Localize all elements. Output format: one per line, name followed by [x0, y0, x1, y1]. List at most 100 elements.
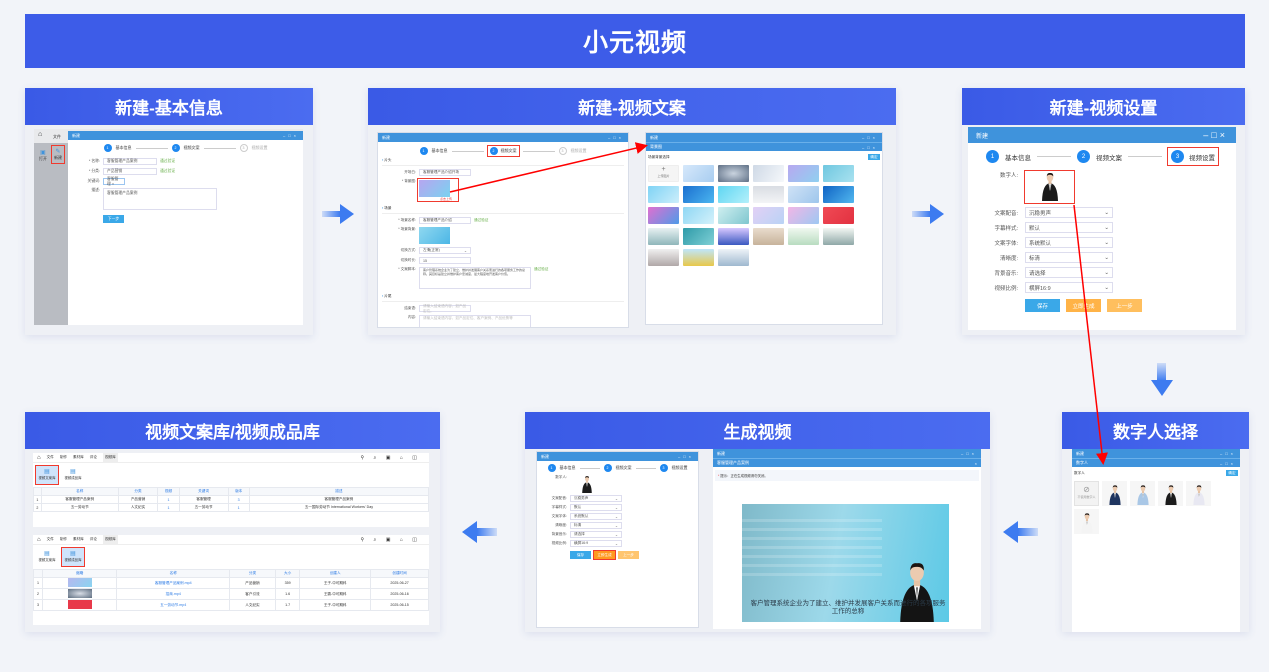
copy-library-tool[interactable]: ▤视频文案库 [38, 551, 56, 562]
setting-select[interactable]: 标清⌄ [1025, 252, 1113, 263]
column-header[interactable]: 描述 [248, 487, 429, 496]
setting-select[interactable]: 系统默认⌄ [1025, 237, 1113, 248]
background-thumbnail[interactable] [753, 207, 784, 224]
product-library-tool[interactable]: ▤视频成品库 [64, 469, 82, 480]
setting-select[interactable]: 沉稳男声⌄ [1025, 207, 1113, 218]
scene-background-thumbnail[interactable] [419, 227, 450, 244]
prev-step-button[interactable]: 上一步 [1107, 299, 1142, 312]
background-thumbnail[interactable] [753, 165, 784, 182]
background-thumbnail[interactable] [718, 228, 749, 245]
transition-select[interactable]: 左滑(正常)⌄ [419, 247, 471, 254]
cover-image-picker[interactable]: 点击上传 [417, 178, 459, 202]
background-thumbnail[interactable] [648, 207, 679, 224]
background-thumbnail[interactable] [788, 165, 819, 182]
column-header[interactable]: 版本 [227, 487, 250, 496]
background-thumbnail[interactable] [718, 249, 749, 266]
save-button[interactable]: 保存 [570, 551, 591, 559]
duration-input[interactable]: 15 [419, 257, 471, 264]
product-library-tool[interactable]: ▤视频成品库 [61, 547, 85, 567]
column-header[interactable]: 视频 [157, 487, 180, 496]
opening-input[interactable]: 客服管理产品介绍开场 [419, 169, 471, 176]
name-input[interactable]: 客服管理产品案例 [103, 158, 157, 165]
menu-item[interactable]: 评论 [89, 537, 97, 541]
column-header[interactable]: 创建人 [299, 569, 372, 578]
background-thumbnail[interactable] [648, 228, 679, 245]
video-thumbnail[interactable] [67, 589, 92, 598]
video-thumbnail[interactable] [67, 600, 92, 609]
background-thumbnail[interactable] [788, 207, 819, 224]
toolbar-open-button[interactable]: ▣打开 [39, 150, 47, 161]
background-thumbnail[interactable] [823, 207, 854, 224]
generate-button[interactable]: 立即生成 [1066, 299, 1101, 312]
toolbar-icons[interactable]: ⚲ ⌕ ▣ ⌂ ◫ [360, 454, 421, 461]
background-thumbnail[interactable] [823, 186, 854, 203]
description-textarea[interactable]: 客服管理产品案例 [103, 188, 217, 210]
background-thumbnail[interactable] [823, 228, 854, 245]
background-thumbnail[interactable] [648, 249, 679, 266]
menu-item[interactable]: 视频库 [102, 535, 118, 544]
menu-file[interactable]: 文件 [53, 134, 61, 139]
background-thumbnail[interactable] [823, 165, 854, 182]
column-header[interactable] [33, 569, 43, 578]
background-thumbnail[interactable] [753, 228, 784, 245]
column-header[interactable]: 关键词 [178, 487, 229, 496]
avatar-option[interactable] [1130, 481, 1155, 506]
category-select[interactable]: 产品营销 [103, 168, 157, 175]
setting-select[interactable]: 横屏16:9⌄ [570, 540, 622, 547]
setting-select[interactable]: 默认⌄ [1025, 222, 1113, 233]
column-header[interactable]: 创建时间 [370, 569, 429, 578]
setting-select[interactable]: 默认⌄ [570, 504, 622, 511]
setting-select[interactable]: 标清⌄ [570, 522, 622, 529]
keyword-tag[interactable]: 客服管理 × [103, 177, 125, 186]
menu-item[interactable]: 评论 [89, 455, 97, 459]
column-header[interactable]: 分类 [229, 569, 276, 578]
next-button[interactable]: 下一步 [103, 215, 124, 223]
background-thumbnail[interactable] [648, 186, 679, 203]
background-thumbnail[interactable] [718, 186, 749, 203]
save-button[interactable]: 保存 [1025, 299, 1060, 312]
copy-library-tool[interactable]: ▤视频文案库 [35, 465, 59, 485]
video-player[interactable]: 客户管理系统企业为了建立、维护并发展客户关系而进行的各项服务工作的总称 [742, 504, 949, 622]
setting-select[interactable]: 系统默认⌄ [570, 513, 622, 520]
scene-name-input[interactable]: 客服管理产品介绍 [419, 217, 471, 224]
home-icon[interactable]: ⌂ [37, 536, 41, 543]
menu-item[interactable]: 文件 [46, 455, 54, 459]
background-thumbnail[interactable] [718, 207, 749, 224]
column-header[interactable]: 名称 [40, 487, 119, 496]
avatar-option[interactable] [1158, 481, 1183, 506]
menu-item[interactable]: 素材库 [73, 455, 84, 459]
digital-human-picker[interactable] [1024, 170, 1075, 204]
menu-item[interactable]: 视频库 [102, 453, 118, 462]
menu-item[interactable]: 制作 [59, 455, 67, 459]
background-thumbnail[interactable] [683, 186, 714, 203]
avatar-option[interactable] [1102, 481, 1127, 506]
confirm-button[interactable]: 确定 [1226, 470, 1238, 476]
column-header[interactable]: 缩略 [41, 569, 118, 578]
script-textarea[interactable]: 客户管理系统企业为了建立、维护并发展客户关系而进行的各项服务工作的总称。其目标是… [419, 267, 531, 289]
no-avatar-option[interactable]: ⊘不使用数字人 [1074, 481, 1099, 506]
background-thumbnail[interactable] [788, 186, 819, 203]
ending-content-textarea[interactable]: 请输入结束语内容，如产品定位、客户案例、产品优势等 [419, 315, 531, 327]
setting-select[interactable]: 沉稳男声⌄ [570, 495, 622, 502]
toolbar-icons[interactable]: ⚲ ⌕ ▣ ⌂ ◫ [360, 536, 421, 543]
avatar-option[interactable] [1074, 509, 1099, 534]
menu-item[interactable]: 文件 [46, 537, 54, 541]
background-thumbnail[interactable] [718, 165, 749, 182]
background-thumbnail[interactable] [683, 228, 714, 245]
menu-item[interactable]: 素材库 [73, 537, 84, 541]
setting-select[interactable]: 请选择⌄ [1025, 267, 1113, 278]
setting-select[interactable]: 请选择⌄ [570, 531, 622, 538]
background-thumbnail[interactable] [683, 165, 714, 182]
avatar-option[interactable] [1186, 481, 1211, 506]
column-header[interactable]: 分类 [117, 487, 159, 496]
confirm-button[interactable]: 确定 [868, 154, 880, 160]
home-icon[interactable]: ⌂ [37, 454, 41, 461]
column-header[interactable]: 大小 [274, 569, 301, 578]
setting-select[interactable]: 横屏16:9⌄ [1025, 282, 1113, 293]
menu-item[interactable]: 制作 [59, 537, 67, 541]
ending-input[interactable]: 请输入结束语内容，如产品定位。 [419, 304, 471, 313]
